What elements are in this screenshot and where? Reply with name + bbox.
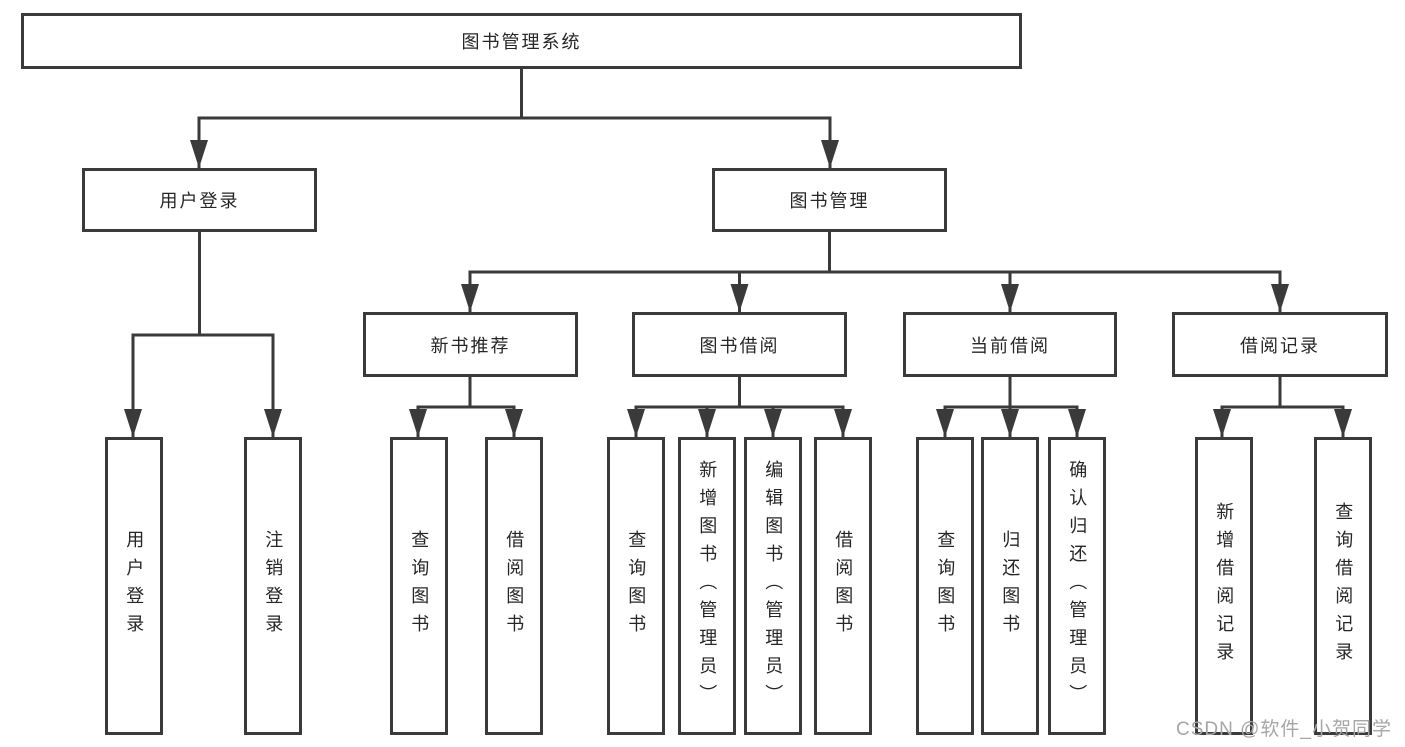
node-label: 借阅图书 [504, 530, 525, 642]
node-label: 新书推荐 [430, 335, 511, 356]
arrowhead [1068, 409, 1086, 437]
node-user-login: 用户登录 [82, 168, 317, 232]
leaf-add-borrow-record: 新增借阅记录 [1195, 437, 1253, 735]
node-label: 查询图书 [935, 530, 956, 642]
node-label: 用户登录 [124, 530, 145, 642]
leaf-return-book: 归还图书 [981, 437, 1039, 735]
arrowhead [1271, 284, 1289, 312]
arrowhead [264, 409, 282, 437]
leaf-edit-book-admin: 编辑图书（管理员） [744, 437, 802, 735]
node-label: 用户登录 [159, 191, 240, 211]
leaf-add-book-admin: 新增图书（管理员） [678, 437, 736, 735]
connector-root-to-level2 [190, 69, 839, 168]
node-label: 编辑图书（管理员） [763, 460, 784, 712]
node-book-borrow: 图书借阅 [632, 312, 847, 377]
node-label: 借阅记录 [1240, 335, 1320, 356]
arrowhead [730, 284, 749, 312]
node-book-management: 图书管理 [712, 168, 947, 232]
leaf-query-borrow-record: 查询借阅记录 [1314, 437, 1372, 735]
node-current-borrow: 当前借阅 [903, 312, 1117, 377]
arrowhead [698, 409, 716, 437]
node-new-book-recommend: 新书推荐 [363, 312, 578, 377]
node-label: 图书管理系统 [461, 32, 582, 52]
connector-user-login-children [124, 232, 282, 437]
node-label: 借阅图书 [833, 530, 854, 642]
leaf-query-book-3: 查询图书 [916, 437, 974, 735]
arrowhead [1001, 284, 1019, 312]
connector-current-borrow-children [936, 377, 1086, 437]
node-label: 新增图书（管理员） [697, 460, 718, 712]
leaf-borrow-book-2: 借阅图书 [814, 437, 872, 735]
arrowhead [1001, 409, 1019, 437]
node-label: 查询图书 [626, 530, 647, 642]
arrowhead [505, 409, 523, 437]
node-label: 查询借阅记录 [1333, 502, 1354, 670]
leaf-query-book-1: 查询图书 [390, 437, 448, 735]
node-label: 注销登录 [263, 530, 284, 642]
node-label: 查询图书 [409, 530, 430, 642]
node-label: 新增借阅记录 [1214, 502, 1235, 670]
connector-borrow-record-children [1213, 377, 1352, 437]
arrowhead [190, 140, 208, 168]
leaf-query-book-2: 查询图书 [607, 437, 665, 735]
node-label: 图书借阅 [699, 335, 780, 356]
arrowhead [124, 409, 142, 437]
connector-new-book-recommend-children [409, 377, 523, 437]
node-label: 归还图书 [1000, 530, 1021, 642]
arrowhead [764, 409, 782, 437]
node-root: 图书管理系统 [21, 13, 1022, 69]
connector-book-borrow-children [627, 377, 852, 437]
node-borrow-record: 借阅记录 [1172, 312, 1388, 377]
node-label: 确认归还（管理员） [1067, 460, 1088, 712]
arrowhead [1213, 409, 1231, 437]
arrowhead [834, 409, 852, 437]
arrowhead [627, 409, 645, 437]
arrowhead [821, 140, 839, 168]
leaf-confirm-return-admin: 确认归还（管理员） [1048, 437, 1106, 735]
leaf-borrow-book-1: 借阅图书 [485, 437, 543, 735]
leaf-logout: 注销登录 [244, 437, 302, 735]
arrowhead [936, 409, 954, 437]
arrowhead [1334, 409, 1352, 437]
arrowhead [461, 284, 479, 312]
node-label: 当前借阅 [970, 335, 1050, 356]
node-label: 图书管理 [789, 191, 870, 211]
arrowhead [409, 409, 427, 437]
connector-book-management-children [461, 232, 1289, 312]
leaf-user-login: 用户登录 [105, 437, 163, 735]
